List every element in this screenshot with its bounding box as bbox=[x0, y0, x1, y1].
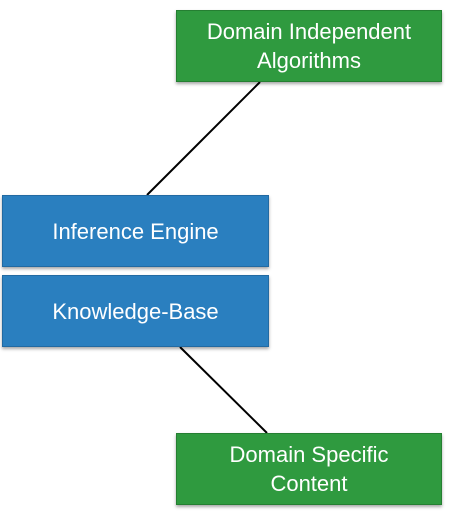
edge-knowledge-to-content bbox=[179, 346, 268, 434]
node-label: Inference Engine bbox=[52, 218, 219, 244]
node-inference-engine: Inference Engine bbox=[2, 195, 269, 267]
node-label: Domain Independent Algorithms bbox=[206, 19, 412, 73]
edge-inference-to-algorithms bbox=[146, 81, 261, 196]
node-domain-independent-algorithms: Domain Independent Algorithms bbox=[176, 10, 442, 82]
node-label: Domain Specific Content bbox=[229, 442, 389, 496]
node-domain-specific-content: Domain Specific Content bbox=[176, 433, 442, 505]
node-knowledge-base: Knowledge-Base bbox=[2, 275, 269, 347]
node-label: Knowledge-Base bbox=[52, 298, 219, 324]
